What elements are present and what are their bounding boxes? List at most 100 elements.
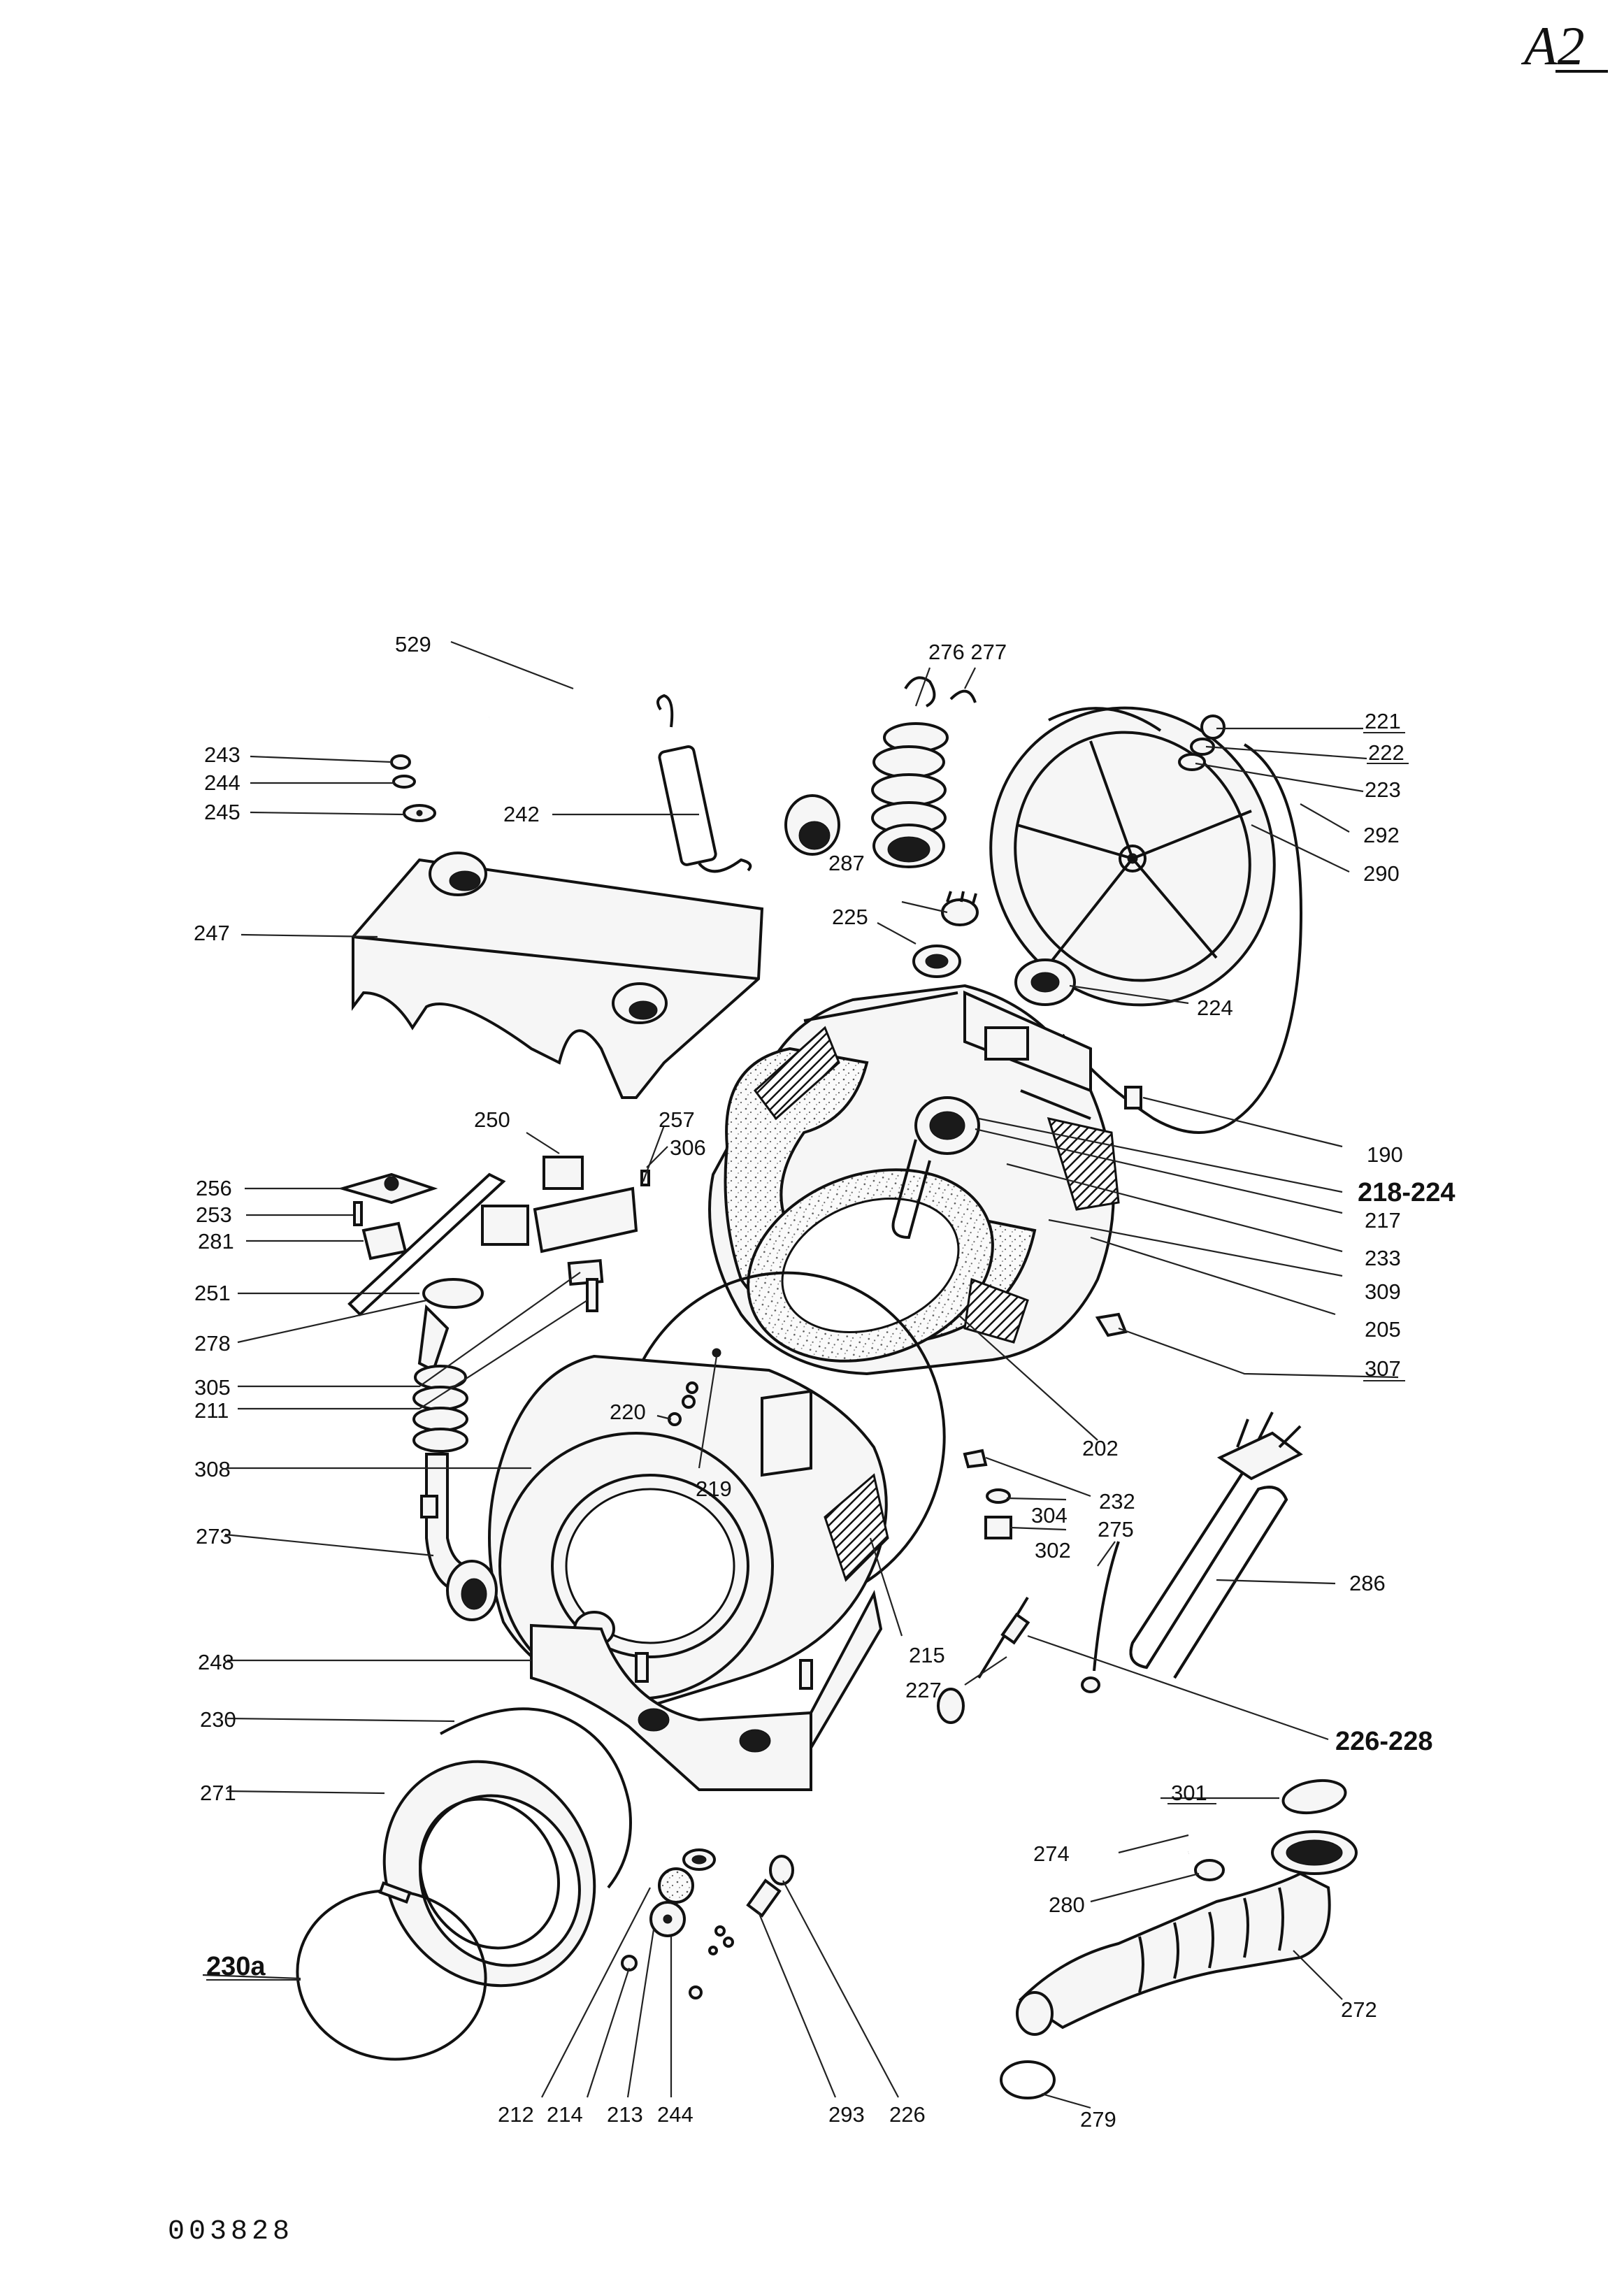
part-221-nut bbox=[1200, 714, 1226, 740]
label-273: 273 bbox=[196, 1524, 232, 1549]
part-304-washer bbox=[986, 1488, 1011, 1504]
part-243-screw bbox=[390, 754, 411, 770]
part-250-pad bbox=[542, 1156, 584, 1190]
label-224: 224 bbox=[1197, 996, 1233, 1020]
label-251: 251 bbox=[194, 1281, 231, 1305]
part-244-gasket-hole bbox=[691, 1855, 707, 1865]
leader-lines bbox=[202, 640, 1409, 2109]
part-248-base bbox=[530, 1590, 883, 1791]
label-275: 275 bbox=[1098, 1517, 1134, 1542]
label-244-bottom: 244 bbox=[657, 2102, 694, 2127]
part-212-filter bbox=[658, 1867, 694, 1904]
part-226-cap bbox=[769, 1855, 794, 1886]
part-211-bolt bbox=[586, 1278, 598, 1312]
part-307-clip bbox=[1095, 1312, 1128, 1337]
label-211: 211 bbox=[194, 1398, 229, 1423]
part-301-clamp bbox=[1281, 1779, 1347, 1815]
part-232-clip bbox=[963, 1449, 988, 1469]
label-286: 286 bbox=[1349, 1571, 1386, 1595]
parts-drawing bbox=[296, 661, 1358, 2099]
label-215: 215 bbox=[909, 1643, 945, 1667]
part-287-fitting bbox=[941, 891, 979, 926]
label-271: 271 bbox=[200, 1781, 236, 1805]
part-275-tube bbox=[1093, 1541, 1120, 1672]
label-243: 243 bbox=[204, 742, 240, 767]
label-302: 302 bbox=[1035, 1538, 1071, 1563]
part-190-clip bbox=[1124, 1086, 1142, 1109]
label-226-bottom: 226 bbox=[889, 2102, 926, 2127]
part-230-clamp bbox=[440, 1707, 632, 1889]
label-205: 205 bbox=[1365, 1317, 1401, 1342]
label-305: 305 bbox=[194, 1375, 231, 1400]
part-281-clip bbox=[361, 1221, 408, 1260]
part-290-pulley bbox=[989, 706, 1276, 1007]
label-212: 212 bbox=[498, 2102, 534, 2127]
part-529-end-hole bbox=[798, 821, 831, 850]
label-309: 309 bbox=[1365, 1279, 1401, 1304]
label-218-224: 218-224 bbox=[1358, 1178, 1455, 1207]
label-245: 245 bbox=[204, 800, 240, 824]
document-number: 003828 bbox=[168, 2216, 294, 2248]
label-307: 307 bbox=[1365, 1356, 1401, 1381]
label-279: 279 bbox=[1080, 2107, 1116, 2132]
part-308-front-tub bbox=[488, 1348, 889, 1708]
label-230: 230 bbox=[200, 1707, 236, 1732]
label-232: 232 bbox=[1099, 1489, 1135, 1514]
label-225: 225 bbox=[832, 905, 868, 929]
part-272-hose bbox=[1016, 1830, 1358, 2036]
part-224-bearing-hole bbox=[1030, 972, 1060, 993]
label-256: 256 bbox=[196, 1176, 232, 1200]
part-286-heater bbox=[1129, 1412, 1303, 1679]
label-230a: 230a bbox=[206, 1952, 266, 1981]
part-242-spring bbox=[656, 694, 752, 873]
sheet-code: A2 bbox=[1521, 15, 1585, 76]
label-223: 223 bbox=[1365, 777, 1401, 802]
part-217-bearing-housing bbox=[891, 1096, 980, 1240]
label-281: 281 bbox=[198, 1229, 234, 1254]
label-250: 250 bbox=[474, 1107, 510, 1132]
label-278: 278 bbox=[194, 1331, 231, 1356]
part-227-stem bbox=[977, 1596, 1029, 1679]
label-292: 292 bbox=[1363, 823, 1400, 847]
label-221: 221 bbox=[1365, 709, 1401, 733]
part-279-clamp bbox=[1000, 2060, 1056, 2099]
part-276-bellows bbox=[871, 676, 977, 868]
label-222: 222 bbox=[1368, 740, 1404, 765]
label-248: 248 bbox=[198, 1650, 234, 1674]
label-190: 190 bbox=[1367, 1142, 1403, 1167]
part-280-clamp bbox=[1194, 1859, 1225, 1881]
label-213: 213 bbox=[607, 2102, 643, 2127]
label-529: 529 bbox=[395, 632, 431, 656]
part-302-connector bbox=[984, 1516, 1012, 1539]
label-247: 247 bbox=[194, 921, 230, 945]
label-227: 227 bbox=[905, 1678, 942, 1702]
label-308: 308 bbox=[194, 1457, 231, 1481]
part-226-cap-mid bbox=[937, 1688, 965, 1724]
part-273-hose bbox=[412, 1278, 498, 1621]
part-293-valve bbox=[746, 1879, 782, 1918]
label-220: 220 bbox=[610, 1400, 646, 1424]
label-202: 202 bbox=[1082, 1436, 1119, 1460]
label-290: 290 bbox=[1363, 861, 1400, 886]
label-253: 253 bbox=[196, 1202, 232, 1227]
label-244-top: 244 bbox=[204, 770, 240, 795]
label-219: 219 bbox=[696, 1477, 732, 1501]
label-293: 293 bbox=[828, 2102, 865, 2127]
label-214: 214 bbox=[547, 2102, 583, 2127]
part-257-pad bbox=[533, 1186, 638, 1254]
part-244-washer bbox=[392, 775, 416, 789]
part-labels: 529 276 277 221 222 223 292 290 243 244 … bbox=[194, 632, 1455, 2132]
part-529-hose bbox=[489, 661, 814, 797]
part-271-door-seal bbox=[382, 1760, 596, 1988]
label-304: 304 bbox=[1031, 1503, 1068, 1528]
part-202-tub bbox=[708, 984, 1120, 1376]
label-306: 306 bbox=[670, 1135, 706, 1160]
label-287: 287 bbox=[828, 851, 865, 875]
label-272: 272 bbox=[1341, 1997, 1377, 2022]
part-223-washer bbox=[1178, 753, 1206, 771]
label-280: 280 bbox=[1049, 1892, 1085, 1917]
label-233: 233 bbox=[1365, 1246, 1401, 1270]
part-274-hose bbox=[1084, 1691, 1189, 1855]
label-274: 274 bbox=[1033, 1841, 1070, 1866]
